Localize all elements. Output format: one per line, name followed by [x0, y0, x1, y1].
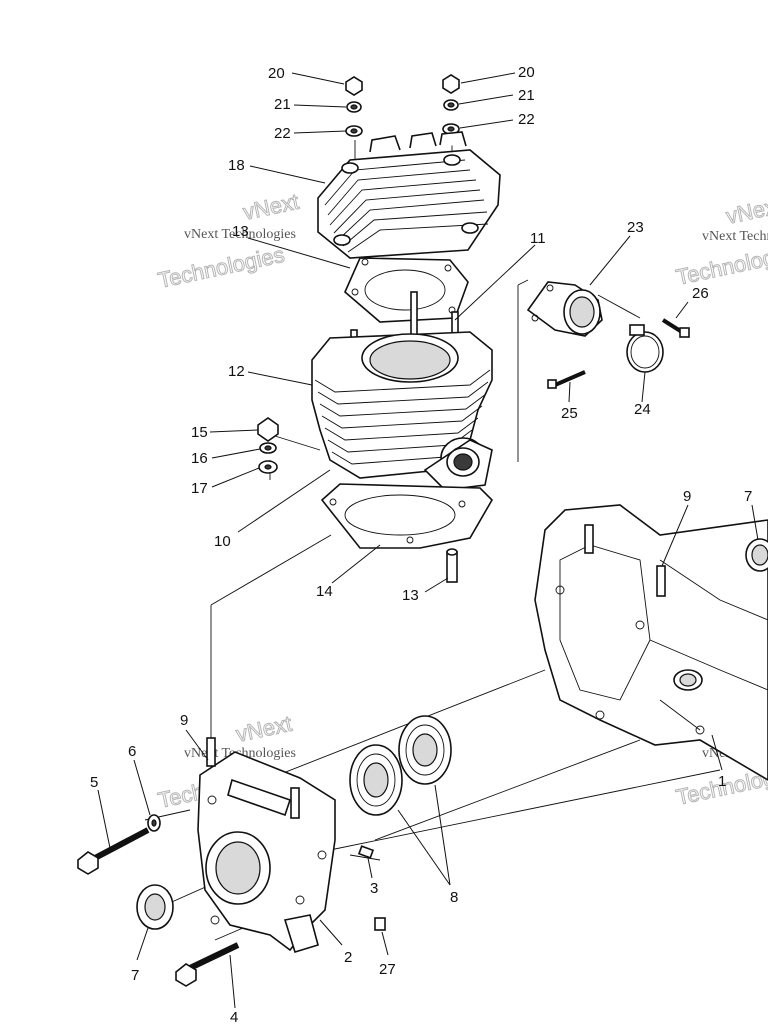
- callout-3: 3: [370, 880, 378, 897]
- cylinder: [311, 331, 493, 491]
- callout-22: 22: [518, 111, 535, 128]
- plug-small: [374, 917, 386, 931]
- callout-27: 27: [379, 961, 396, 978]
- watermark-big: Technologies: [156, 242, 287, 293]
- head-nut-right: [442, 74, 460, 135]
- intake-manifold: [526, 281, 603, 337]
- callout-23: 23: [627, 219, 644, 236]
- callout-2: 2: [344, 949, 352, 966]
- callout-14: 14: [316, 583, 333, 600]
- callout-21: 21: [274, 96, 291, 113]
- callout-18: 18: [228, 157, 245, 174]
- hose-clamp: [626, 324, 664, 373]
- watermark-big: Technologies: [674, 239, 768, 290]
- watermark-big: vNext: [241, 189, 301, 225]
- callout-11: 11: [530, 230, 546, 247]
- callout-22: 22: [274, 125, 291, 142]
- callout-13: 13: [232, 223, 249, 240]
- callout-9: 9: [683, 488, 691, 505]
- callout-25: 25: [561, 405, 578, 422]
- callout-labels: 20 21 22 20 21 22 18 13 11 12 15 16 17 1…: [90, 64, 752, 1024]
- callout-21: 21: [518, 87, 535, 104]
- callout-13: 13: [402, 587, 419, 604]
- crankcase-right-half: [534, 504, 768, 781]
- cylinder-head: [317, 131, 501, 259]
- assembly-lines: [144, 140, 721, 941]
- intake-bolt: [547, 370, 586, 389]
- callout-9: 9: [180, 712, 188, 729]
- callout-6: 6: [128, 743, 136, 760]
- callout-26: 26: [692, 285, 709, 302]
- watermark-small: vNext Technologies: [184, 227, 296, 242]
- main-bearings: [349, 715, 452, 816]
- dowel-pin: [446, 548, 458, 583]
- bolt-long: [77, 827, 150, 875]
- watermark-group-top: vNext vNext Technologies Technologies: [155, 188, 301, 293]
- callout-12: 12: [228, 363, 245, 380]
- watermark-big: vNext: [234, 711, 294, 747]
- watermark-group-right: vNext vNext Technologies Technologies: [673, 192, 768, 290]
- callout-20: 20: [518, 64, 535, 81]
- head-gasket: [344, 257, 469, 323]
- callout-7: 7: [744, 488, 752, 505]
- callout-10: 10: [214, 533, 231, 550]
- callout-5: 5: [90, 774, 98, 791]
- clamp-screw: [661, 318, 690, 338]
- washer-small: [147, 814, 161, 832]
- leader-lines: [97, 72, 759, 1009]
- callout-16: 16: [191, 450, 208, 467]
- callout-24: 24: [634, 401, 651, 418]
- callout-15: 15: [191, 424, 208, 441]
- dowel-small: [357, 845, 375, 859]
- crankcase-left-half: [197, 737, 336, 953]
- bolt-lower: [175, 942, 240, 987]
- seal-left: [136, 884, 174, 930]
- callout-4: 4: [230, 1009, 238, 1024]
- callout-20: 20: [268, 65, 285, 82]
- watermark-big: vNext: [724, 193, 768, 229]
- base-gasket: [320, 483, 494, 549]
- cylinder-side-nuts: [257, 417, 279, 474]
- callout-17: 17: [191, 480, 208, 497]
- callout-8: 8: [450, 889, 458, 906]
- watermark-small: vNext Technologies: [702, 229, 768, 244]
- callout-1: 1: [718, 773, 726, 790]
- head-nut-left: [345, 76, 363, 137]
- callout-7: 7: [131, 967, 139, 984]
